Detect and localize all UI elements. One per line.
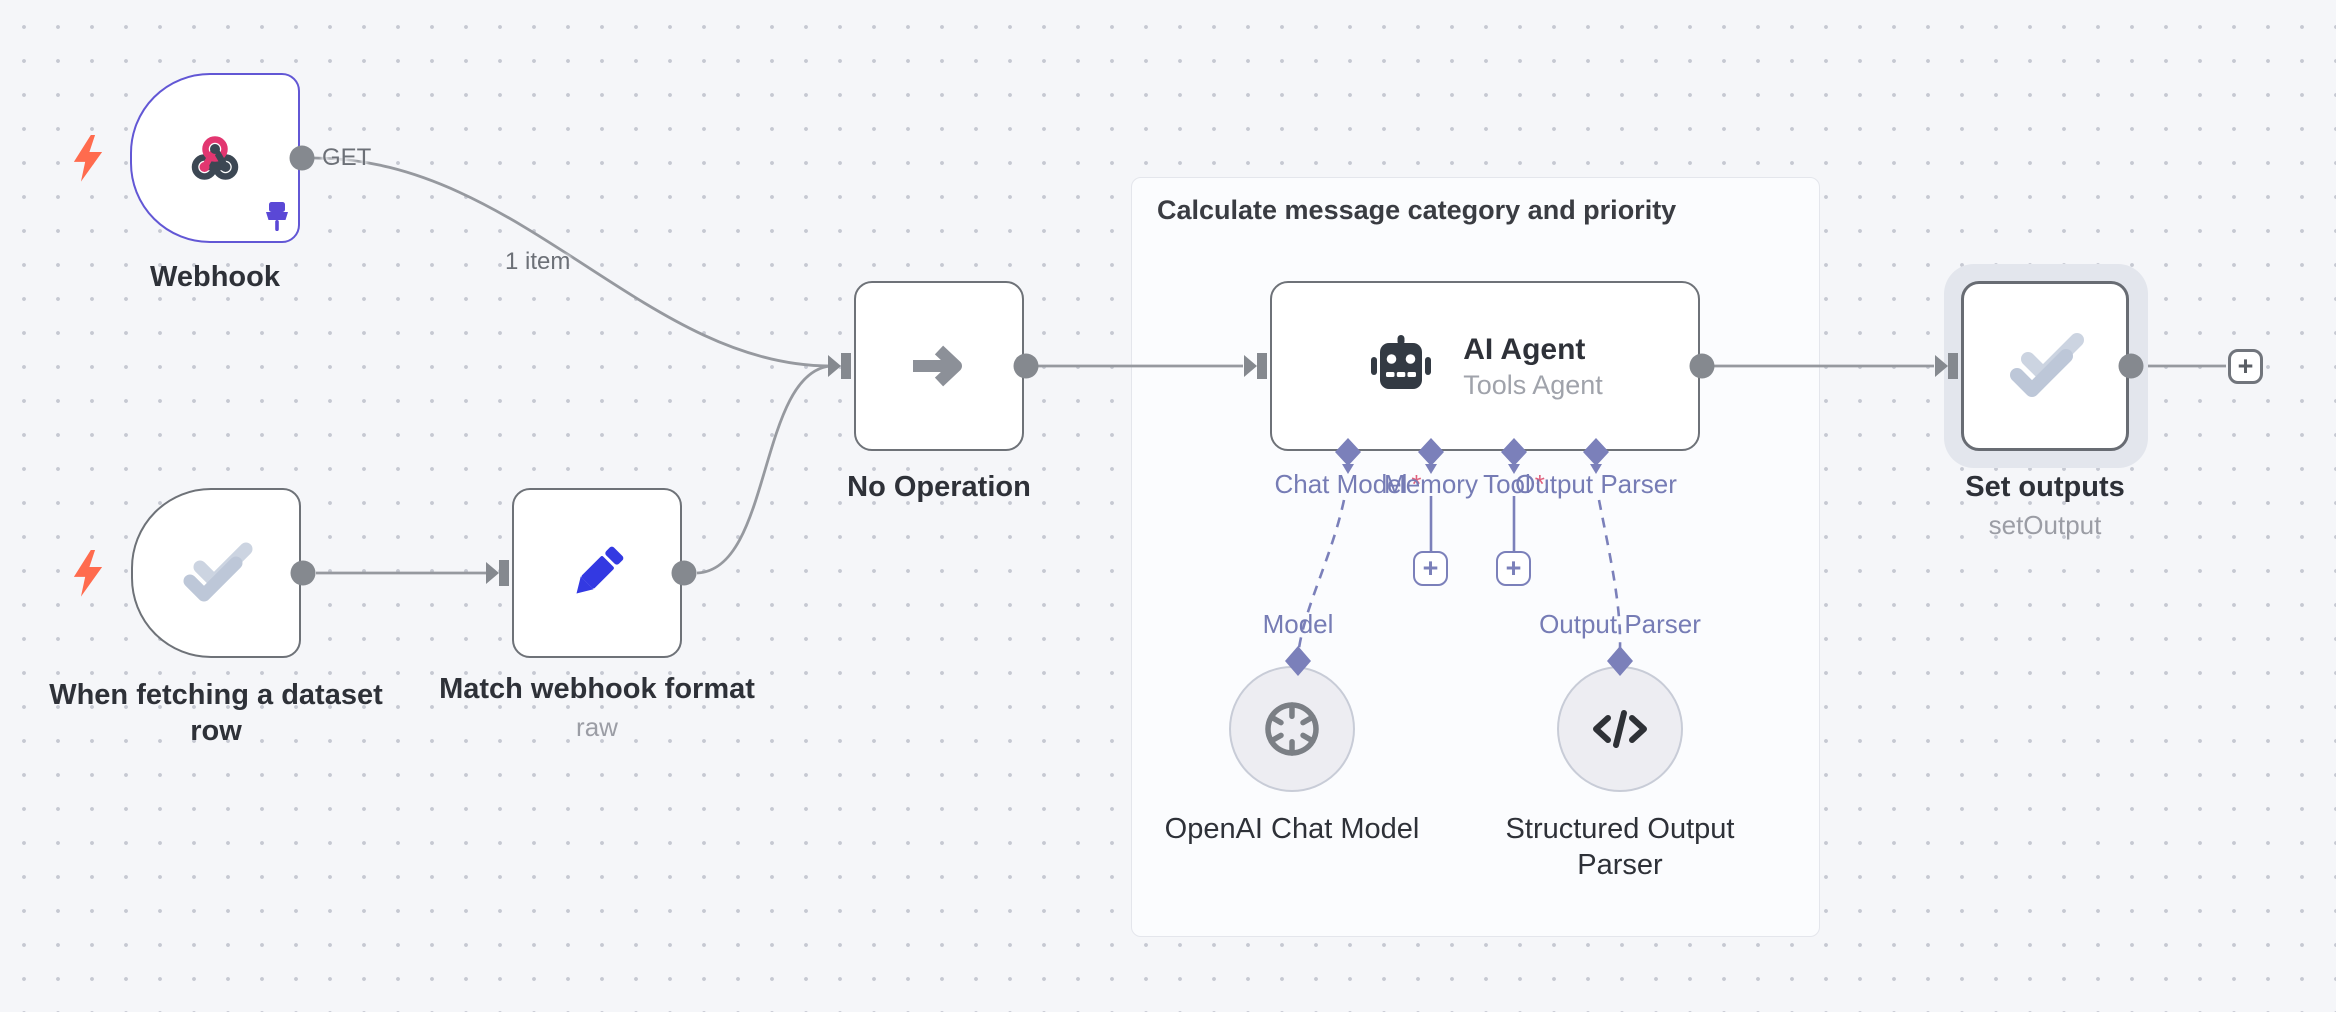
output-port-webhook[interactable] [289, 145, 315, 171]
node-when-fetching-dataset-row[interactable] [131, 488, 301, 658]
input-port-agent[interactable] [1244, 353, 1267, 379]
pin-icon [266, 202, 288, 231]
output-port-agent[interactable] [1689, 353, 1715, 379]
node-subtitle-set-outputs: setOutput [1988, 510, 2102, 540]
group-title: Calculate message category and priority [1157, 195, 1677, 225]
input-port-set-outputs[interactable] [1935, 353, 1958, 379]
output-port-match[interactable] [671, 560, 697, 586]
openai-icon [1265, 702, 1319, 756]
agent-text-block: AI Agent Tools Agent [1463, 331, 1603, 401]
port-label-output-parser: Output Parser [1515, 469, 1677, 499]
add-memory-button[interactable]: + [1413, 551, 1448, 586]
required-asterisk: * [1411, 469, 1422, 499]
lightning-icon [73, 135, 103, 182]
input-port-match[interactable] [486, 560, 509, 586]
node-ai-agent[interactable]: AI Agent Tools Agent [1270, 281, 1700, 451]
node-label-match: Match webhook format [439, 673, 755, 705]
port-label-tool-text: Tool [1483, 469, 1531, 499]
edge-outputparser-to-parser[interactable] [1597, 499, 1622, 649]
port-label-memory: Memory [1384, 469, 1478, 499]
node-label-dataset-line2: row [190, 715, 242, 747]
node-subtitle-match: raw [576, 712, 618, 742]
node-no-operation[interactable] [854, 281, 1024, 451]
edge-chatmodel-to-openai[interactable] [1297, 499, 1346, 649]
arrow-right-icon [913, 345, 962, 387]
robot-icon [1371, 335, 1432, 389]
port-label-chat-model: Chat Model* [1198, 470, 1498, 498]
node-label-dataset-line1: When fetching a dataset [49, 679, 383, 711]
port-diamond-tool[interactable] [1501, 438, 1527, 474]
required-asterisk: * [1534, 469, 1545, 499]
agent-subtitle: Tools Agent [1463, 370, 1603, 400]
node-match-webhook-format[interactable] [512, 488, 682, 658]
port-label-model: Model [1262, 609, 1334, 639]
edge-webhook-to-noop[interactable] [313, 156, 831, 368]
lightning-icon [73, 550, 103, 597]
webhook-icon [191, 136, 239, 180]
port-diamond-memory[interactable] [1418, 438, 1444, 474]
plus-icon: + [2237, 351, 2254, 381]
node-openai-chat-model[interactable] [1229, 666, 1355, 792]
node-label-dataset: When fetching a dataset row [16, 677, 416, 749]
edge-label-one-item: 1 item [505, 248, 571, 275]
agent-title: AI Agent [1463, 333, 1586, 366]
node-label-set-outputs: Set outputs [1965, 471, 2125, 503]
pencil-icon [576, 546, 624, 594]
edge-label-get: GET [322, 144, 372, 171]
port-diamond-output-parser[interactable] [1583, 438, 1609, 474]
add-node-button[interactable]: + [2228, 349, 2263, 384]
node-set-outputs[interactable] [1961, 281, 2129, 451]
output-port-set-outputs[interactable] [2118, 353, 2144, 379]
plus-icon: + [1505, 553, 1522, 583]
double-check-icon [2010, 333, 2084, 397]
node-structured-output-parser[interactable] [1557, 666, 1683, 792]
port-label-output-parser-sub: Output Parser [1539, 609, 1701, 639]
node-label-parser-line1: Structured Output [1505, 813, 1735, 845]
output-port-noop[interactable] [1013, 353, 1039, 379]
port-diamond-chat-model[interactable] [1335, 438, 1361, 474]
input-port-noop[interactable] [828, 353, 851, 379]
code-icon [1593, 710, 1647, 748]
edge-match-to-noop[interactable] [696, 364, 831, 575]
node-label-webhook: Webhook [150, 261, 280, 293]
port-label-chat-model-text: Chat Model [1274, 469, 1408, 499]
node-label-parser: Structured Output Parser [1420, 811, 1820, 883]
port-diamond-parser[interactable] [1607, 646, 1633, 676]
node-webhook[interactable] [130, 73, 300, 243]
node-label-noop: No Operation [847, 471, 1031, 503]
plus-icon: + [1422, 553, 1439, 583]
node-label-parser-line2: Parser [1577, 849, 1663, 881]
double-check-icon [183, 542, 253, 602]
port-label-tool: Tool* [1364, 470, 1664, 498]
port-diamond-model[interactable] [1285, 646, 1311, 676]
output-port-dataset[interactable] [290, 560, 316, 586]
add-tool-button[interactable]: + [1496, 551, 1531, 586]
node-label-openai: OpenAI Chat Model [1164, 813, 1420, 845]
